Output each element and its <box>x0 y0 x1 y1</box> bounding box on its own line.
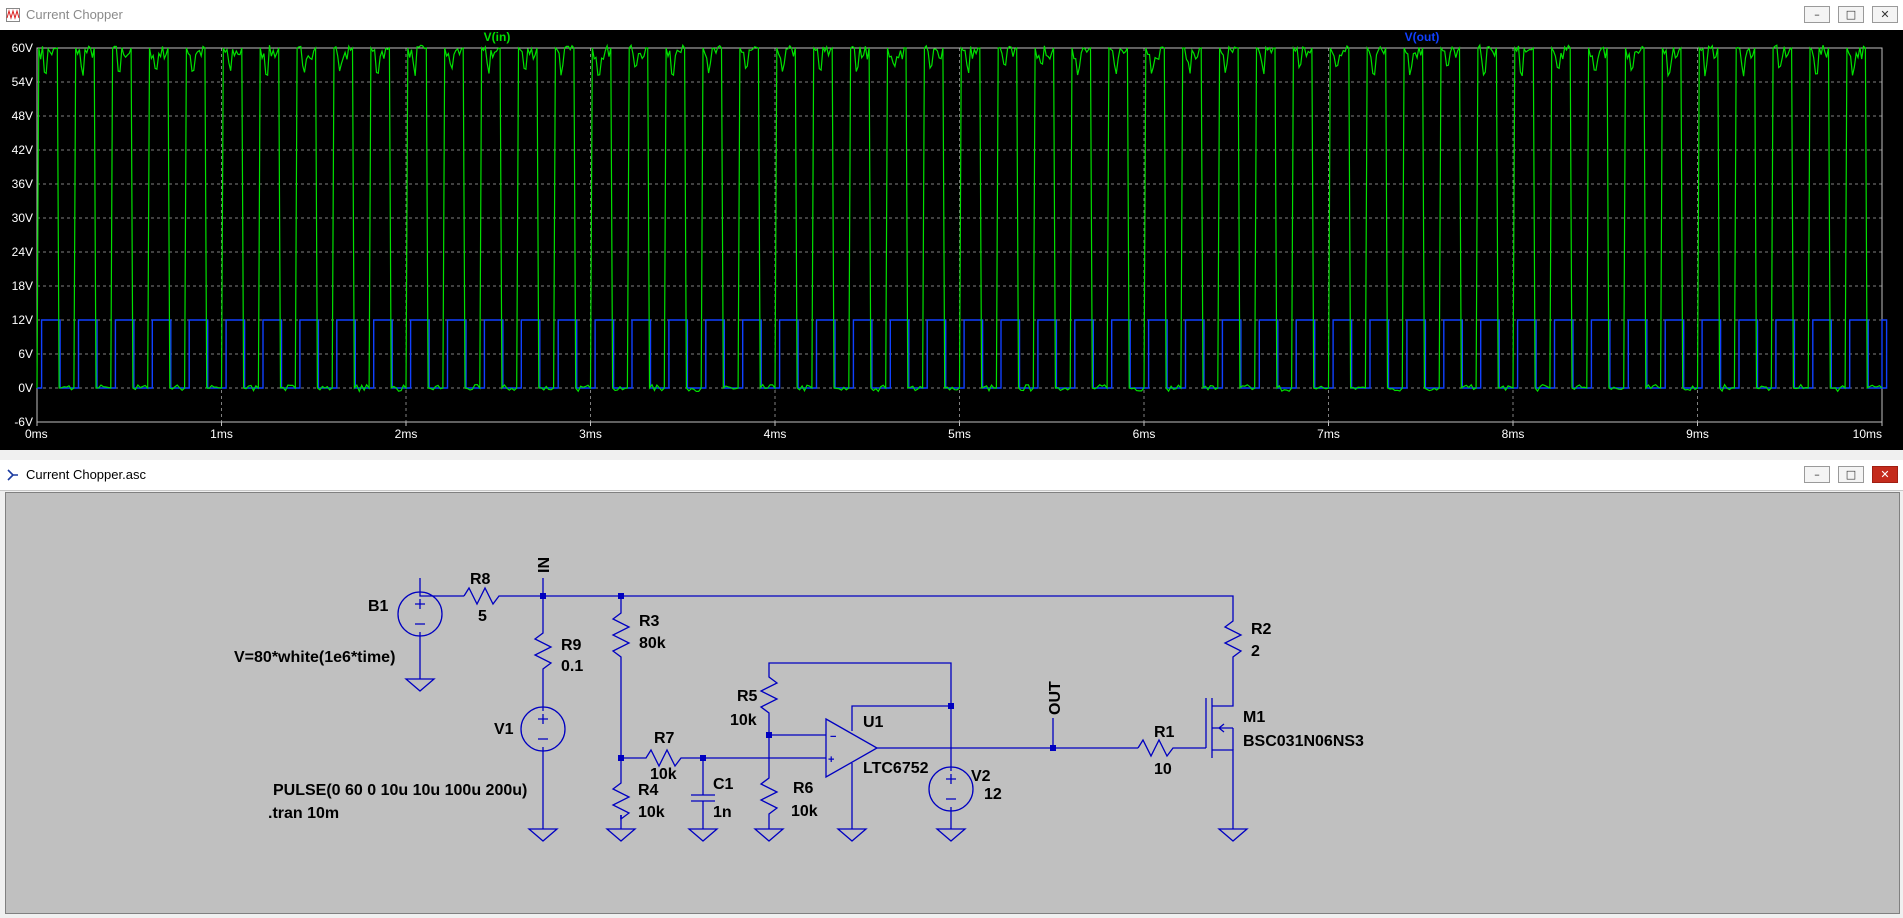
schematic-window-titlebar[interactable]: Current Chopper.asc – □ ✕ <box>0 460 1903 491</box>
close-button[interactable]: ✕ <box>1872 6 1898 23</box>
component-labels: B1 V=80*white(1e6*time) R8 5 IN R9 0.1 V… <box>234 557 1364 822</box>
schematic-app-icon <box>7 469 18 481</box>
plot-frame <box>36 47 1883 423</box>
opamp-minus: − <box>830 731 836 743</box>
r3-label[interactable]: R3 <box>639 613 660 630</box>
x-axis-ticks: 0ms 1ms 2ms 3ms 4ms 5ms 6ms 7ms 8ms 9ms 10ms <box>25 427 1882 441</box>
r6-value[interactable]: 10k <box>791 803 818 820</box>
close-button[interactable]: ✕ <box>1872 466 1898 483</box>
r3-value[interactable]: 80k <box>639 635 666 652</box>
y-tick-label: -6V <box>14 415 33 429</box>
m1-label[interactable]: M1 <box>1243 709 1265 726</box>
y-tick-label: 18V <box>12 279 33 293</box>
minimize-button[interactable]: – <box>1804 466 1830 483</box>
v2-label[interactable]: V2 <box>971 768 991 785</box>
waveform-app-icon <box>6 8 20 22</box>
r8-label[interactable]: R8 <box>470 571 491 588</box>
schematic-window-title: Current Chopper.asc <box>26 467 146 482</box>
r1-value[interactable]: 10 <box>1154 761 1172 778</box>
r9-label[interactable]: R9 <box>561 637 582 654</box>
y-tick-label: 54V <box>12 75 33 89</box>
in-net-label[interactable]: IN <box>536 557 553 573</box>
waveform-window-titlebar[interactable]: Current Chopper – □ ✕ <box>0 0 1903 31</box>
x-tick-label: 1ms <box>210 427 233 441</box>
junction-dots <box>540 593 1056 761</box>
r1-label[interactable]: R1 <box>1154 724 1175 741</box>
c1-label[interactable]: C1 <box>713 776 734 793</box>
plot-series <box>36 43 1888 393</box>
minimize-button[interactable]: – <box>1804 6 1830 23</box>
b1-label[interactable]: B1 <box>368 598 389 615</box>
y-tick-label: 42V <box>12 143 33 157</box>
x-tick-label: 10ms <box>1853 427 1882 441</box>
schematic-drawing[interactable]: − + B1 V=80*white(1e6*time) R8 5 IN R9 0… <box>6 493 1899 913</box>
r5-value[interactable]: 10k <box>730 712 757 729</box>
plot-grid <box>36 48 1883 426</box>
r7-value[interactable]: 10k <box>650 766 677 783</box>
r4-value[interactable]: 10k <box>638 804 665 821</box>
waveform-plot[interactable]: 60V 54V 48V 42V 36V 30V 24V 18V 12V 6V 0V -6V 0ms 1m… <box>0 30 1903 450</box>
u1-value[interactable]: LTC6752 <box>863 760 929 777</box>
plot-pane[interactable]: 60V 54V 48V 42V 36V 30V 24V 18V 12V 6V 0V -6V 0ms 1m… <box>0 30 1903 450</box>
v1-value[interactable]: PULSE(0 60 0 10u 10u 100u 200u) <box>273 782 527 799</box>
b1-value[interactable]: V=80*white(1e6*time) <box>234 649 395 666</box>
opamp-plus: + <box>828 754 834 766</box>
y-tick-label: 30V <box>12 211 33 225</box>
trace-label-vout[interactable]: V(out) <box>1405 30 1440 44</box>
schematic-canvas[interactable]: − + B1 V=80*white(1e6*time) R8 5 IN R9 0… <box>5 492 1900 914</box>
x-tick-label: 8ms <box>1502 427 1525 441</box>
wires <box>397 578 1249 842</box>
waveform-window-title: Current Chopper <box>26 7 123 22</box>
y-tick-label: 36V <box>12 177 33 191</box>
out-net-label[interactable]: OUT <box>1047 681 1064 715</box>
r5-label[interactable]: R5 <box>737 688 758 705</box>
r8-value[interactable]: 5 <box>478 608 487 625</box>
y-tick-label: 48V <box>12 109 33 123</box>
r4-label[interactable]: R4 <box>638 782 659 799</box>
tran-directive[interactable]: .tran 10m <box>268 805 339 822</box>
r2-label[interactable]: R2 <box>1251 621 1272 638</box>
x-tick-label: 4ms <box>764 427 787 441</box>
y-tick-label: 12V <box>12 313 33 327</box>
m1-value[interactable]: BSC031N06NS3 <box>1243 733 1364 750</box>
u1-label[interactable]: U1 <box>863 714 884 731</box>
y-tick-label: 6V <box>18 347 33 361</box>
maximize-button[interactable]: □ <box>1838 6 1864 23</box>
x-tick-label: 9ms <box>1686 427 1709 441</box>
y-tick-label: 24V <box>12 245 33 259</box>
trace-label-vin[interactable]: V(in) <box>484 30 511 44</box>
r7-label[interactable]: R7 <box>654 730 675 747</box>
v2-value[interactable]: 12 <box>984 786 1002 803</box>
r9-value[interactable]: 0.1 <box>561 658 583 675</box>
y-axis-ticks: 60V 54V 48V 42V 36V 30V 24V 18V 12V 6V 0V -6V <box>12 41 33 429</box>
c1-value[interactable]: 1n <box>713 804 732 821</box>
waveform-viewer-window: Current Chopper – □ ✕ 60V 54V 48V 42V 36V 30V… <box>0 0 1903 450</box>
r2-value[interactable]: 2 <box>1251 643 1260 660</box>
series-vin-line <box>36 43 1883 393</box>
v1-label[interactable]: V1 <box>494 721 514 738</box>
x-tick-label: 3ms <box>579 427 602 441</box>
x-tick-label: 2ms <box>395 427 418 441</box>
r6-label[interactable]: R6 <box>793 780 814 797</box>
y-tick-label: 60V <box>12 41 33 55</box>
x-tick-label: 7ms <box>1317 427 1340 441</box>
y-tick-label: 0V <box>18 381 33 395</box>
x-tick-label: 5ms <box>948 427 971 441</box>
schematic-editor-window: Current Chopper.asc – □ ✕ <box>0 460 1903 918</box>
x-tick-label: 6ms <box>1133 427 1156 441</box>
x-tick-label: 0ms <box>25 427 48 441</box>
maximize-button[interactable]: □ <box>1838 466 1864 483</box>
series-vout-line <box>37 319 1888 389</box>
